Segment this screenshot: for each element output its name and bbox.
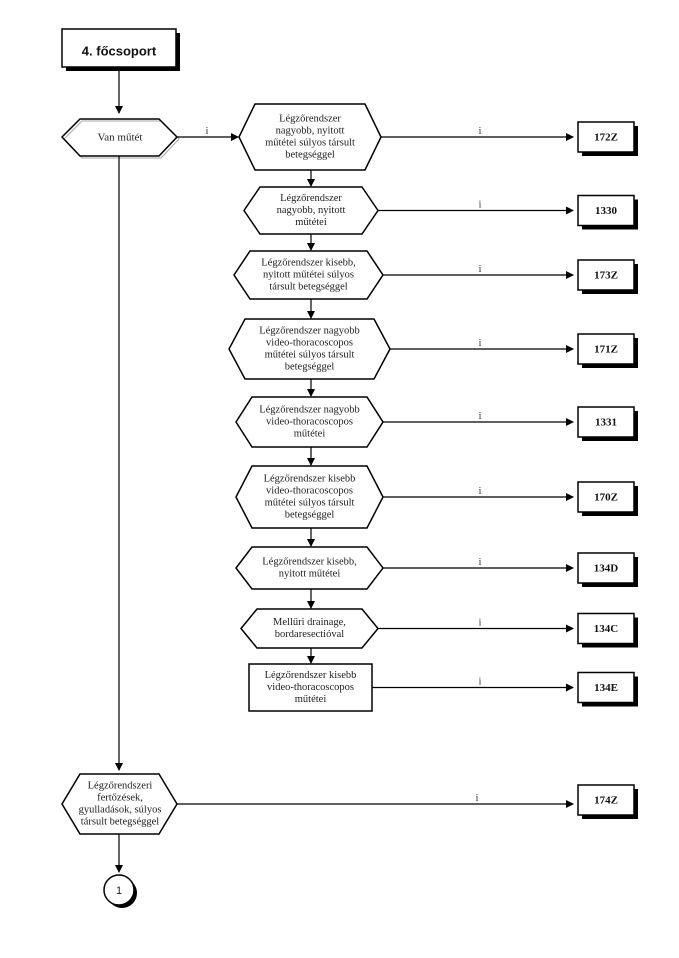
step-2-line-1: nyitott műtétei súlyos — [263, 269, 354, 280]
code-134E-label: 134E — [594, 682, 618, 694]
step-1-line-2: műtétei — [295, 217, 327, 228]
step-1-shape — [243, 186, 379, 235]
code-171Z-label: 171Z — [594, 344, 618, 356]
code-174Z-label: 174Z — [594, 795, 618, 807]
second-decision-line-3: társult betegséggel — [81, 816, 160, 827]
step-4-line-2: műtétei — [294, 428, 326, 439]
step-4-line-1: video-thoracoscopos — [266, 416, 353, 427]
step-2-edge-label: i — [479, 264, 482, 275]
step-0-shape — [238, 103, 382, 171]
step-6-line-1: nyitott műtétei — [279, 568, 341, 579]
code-172Z-label: 172Z — [594, 132, 618, 144]
code-box-1330: 1330 — [577, 194, 638, 230]
code-box-172Z: 172Z — [577, 121, 638, 156]
second-decision-line-0: Légzőrendszeri — [88, 780, 153, 791]
step-0-line-2: műtétei súlyos társult — [265, 137, 355, 148]
step-2-line-0: Légzőrendszer kisebb, — [261, 257, 355, 268]
step-7-line-0: Mellűri drainage, — [273, 617, 346, 628]
step-6: Légzőrendszer kisebb,nyitott műtétei i 134… — [235, 546, 638, 609]
code-170Z-label: 170Z — [594, 492, 618, 504]
step-6-shape — [235, 546, 384, 590]
code-173Z-label: 173Z — [594, 270, 618, 282]
step-3: Légzőrendszer nagyobbvideo-thoracoscopos… — [228, 318, 638, 397]
code-box-134D: 134D — [577, 552, 638, 587]
step-3-line-3: betegséggel — [285, 361, 335, 372]
step-5-line-2: műtétei súlyos társult — [265, 497, 355, 508]
code-box-134C: 134C — [577, 612, 638, 648]
step-0-edge-label: i — [479, 126, 482, 137]
code-box-1331: 1331 — [577, 406, 638, 441]
step-0-line-1: nagyobb, nyitott — [276, 125, 345, 136]
connector-circle: 1 — [103, 874, 137, 908]
step-4-shape — [235, 396, 384, 448]
step-6-edge-label: i — [479, 557, 482, 568]
step-8-line-1: video-thoracoscopos — [267, 682, 354, 693]
edge-label-second: i — [476, 793, 479, 804]
step-1-line-0: Légzőrendszer — [280, 193, 342, 204]
second-decision-line-1: fertőzések, — [97, 792, 143, 803]
step-3-line-0: Légzőrendszer nagyobb — [259, 325, 360, 336]
title-label: 4. főcsoport — [82, 43, 157, 58]
code-box-174Z: 174Z — [577, 784, 638, 819]
step-6-line-0: Légzőrendszer kisebb, — [262, 556, 356, 567]
code-box-170Z: 170Z — [577, 481, 638, 516]
step-0-line-3: betegséggel — [285, 149, 335, 160]
second-decision-line-2: gyulladások, súlyos — [79, 804, 162, 815]
code-box-173Z: 173Z — [577, 259, 638, 294]
step-5-shape — [235, 465, 384, 529]
decision-van-mutet: Van műtét — [60, 118, 180, 159]
step-7-edge-label: i — [479, 618, 482, 629]
step-3-line-1: video-thoracoscopos — [266, 337, 353, 348]
step-0-line-0: Légzőrendszer — [279, 113, 341, 124]
step-5-line-3: betegséggel — [285, 509, 335, 520]
step-4-edge-label: i — [479, 411, 482, 422]
step-5-line-1: video-thoracoscopos — [266, 485, 353, 496]
step-5: Légzőrendszer kisebbvideo-thoracoscoposm… — [235, 465, 638, 547]
step-4: Légzőrendszer nagyobbvideo-thoracoscopos… — [235, 396, 638, 466]
step-2-shape — [233, 250, 384, 300]
step-8-line-2: műtétei — [295, 694, 327, 705]
group-title-box: 4. főcsoport — [61, 28, 180, 71]
connector-label: 1 — [116, 885, 122, 897]
code-box-171Z: 171Z — [577, 333, 638, 368]
step-1-line-1: nagyobb, nyitott — [277, 205, 346, 216]
step-3-shape — [228, 318, 391, 380]
step-2-line-2: társult betegséggel — [269, 281, 348, 292]
step-7: Mellűri drainage,bordaresectióval i 134C — [240, 608, 638, 664]
step-7-shape — [240, 608, 379, 649]
decision-van-mutet-label: Van műtét — [98, 132, 143, 144]
edge-label-start: i — [206, 126, 209, 137]
step-4-line-0: Légzőrendszer nagyobb — [259, 404, 360, 415]
decision-legzorendszeri-fertozesek: Légzőrendszeri fertőzések, gyulladások, … — [61, 773, 178, 835]
step-8-edge-label: i — [479, 677, 482, 688]
step-3-edge-label: i — [479, 338, 482, 349]
step-2: Légzőrendszer kisebb,nyitott műtétei súl… — [233, 250, 638, 319]
step-1-edge-label: i — [479, 200, 482, 211]
code-134D-label: 134D — [594, 563, 619, 575]
step-8-line-0: Légzőrendszer kisebb — [265, 670, 357, 681]
code-134C-label: 134C — [594, 623, 619, 635]
step-8: Légzőrendszer kisebbvideo-thoracoscoposm… — [248, 663, 638, 712]
code-1330-label: 1330 — [595, 205, 618, 217]
code-1331-label: 1331 — [595, 417, 617, 429]
code-box-134E: 134E — [577, 671, 638, 707]
step-5-line-0: Légzőrendszer kisebb — [264, 473, 356, 484]
step-5-edge-label: i — [479, 486, 482, 497]
step-7-line-1: bordaresectióval — [275, 629, 344, 640]
step-3-line-2: műtétei súlyos társult — [265, 349, 355, 360]
